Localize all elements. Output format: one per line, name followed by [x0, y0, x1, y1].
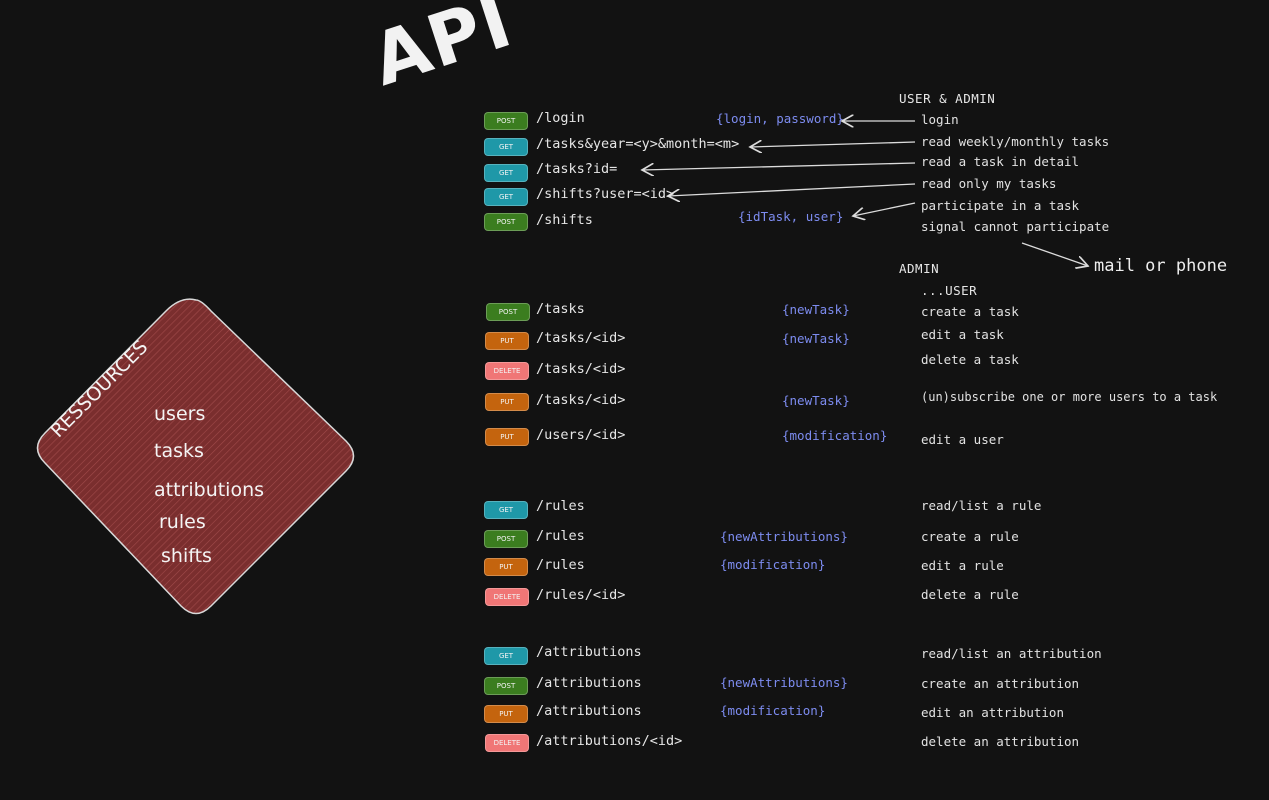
- method-badge: PUT: [484, 558, 528, 576]
- endpoint-desc: delete an attribution: [921, 734, 1080, 749]
- note-mail-or-phone: mail or phone: [1094, 256, 1228, 276]
- endpoint-desc: delete a rule: [921, 587, 1019, 602]
- endpoint-path: /users/<id>: [536, 427, 626, 443]
- endpoint-path: /tasks/<id>: [536, 392, 626, 408]
- endpoint-desc: create a task: [921, 304, 1019, 319]
- endpoint-body: {newTask}: [782, 393, 850, 408]
- resource-tasks: tasks: [154, 440, 204, 462]
- method-badge: POST: [484, 677, 528, 695]
- method-badge: DELETE: [485, 362, 529, 380]
- endpoint-desc: create a rule: [921, 529, 1019, 544]
- arrow-read-my-tasks: [668, 183, 916, 196]
- method-badge: GET: [484, 188, 528, 206]
- endpoint-desc: signal cannot participate: [921, 219, 1110, 234]
- endpoint-path: /rules: [536, 498, 585, 514]
- method-badge: DELETE: [485, 588, 529, 606]
- method-badge: PUT: [485, 393, 529, 411]
- resource-shifts: shifts: [161, 545, 212, 567]
- endpoint-desc: login: [921, 112, 959, 127]
- endpoint-path: /attributions: [536, 703, 642, 719]
- endpoint-path: /attributions/<id>: [536, 733, 683, 749]
- resource-users: users: [154, 403, 206, 425]
- endpoint-desc: read a task in detail: [921, 154, 1080, 169]
- endpoint-body: {modification}: [720, 703, 826, 718]
- endpoint-body: {newTask}: [782, 302, 850, 317]
- endpoint-desc: create an attribution: [921, 676, 1080, 691]
- endpoint-path: /tasks: [536, 301, 585, 317]
- endpoint-desc: read/list an attribution: [921, 646, 1102, 661]
- method-badge: PUT: [485, 428, 529, 446]
- endpoint-path: /rules: [536, 557, 585, 573]
- endpoint-body: {newAttributions}: [720, 529, 848, 544]
- section-admin: ADMIN: [899, 261, 940, 276]
- method-badge: GET: [484, 138, 528, 156]
- endpoint-body: {modification}: [720, 557, 826, 572]
- endpoint-body: {newTask}: [782, 331, 850, 346]
- endpoint-path: /tasks/<id>: [536, 361, 626, 377]
- endpoint-desc: read weekly/monthly tasks: [921, 134, 1110, 149]
- arrow-mail-phone: [1021, 242, 1088, 266]
- method-badge: POST: [484, 112, 528, 130]
- resource-rules: rules: [159, 511, 206, 533]
- endpoint-desc: read only my tasks: [921, 176, 1057, 191]
- endpoint-desc: participate in a task: [921, 198, 1080, 213]
- method-badge: POST: [484, 213, 528, 231]
- endpoint-desc: edit an attribution: [921, 705, 1064, 720]
- endpoint-desc: edit a rule: [921, 558, 1004, 573]
- endpoint-body: {login, password}: [716, 111, 844, 126]
- endpoint-path: /attributions: [536, 675, 642, 691]
- endpoint-desc: edit a task: [921, 327, 1004, 342]
- endpoint-path: /tasks?id=: [536, 161, 618, 177]
- arrow-read-tasks: [750, 142, 916, 147]
- endpoint-desc: read/list a rule: [921, 498, 1042, 513]
- section-admin-user: ...USER: [921, 283, 978, 298]
- resource-attributions: attributions: [154, 479, 265, 501]
- endpoint-desc: edit a user: [921, 432, 1004, 447]
- endpoint-body: {modification}: [782, 428, 888, 443]
- arrow-read-task-detail: [642, 162, 916, 170]
- endpoint-path: /tasks/<id>: [536, 330, 626, 346]
- endpoint-path: /shifts?user=<id>: [536, 186, 675, 202]
- endpoint-path: /shifts: [536, 212, 593, 228]
- method-badge: GET: [484, 647, 528, 665]
- method-badge: GET: [484, 164, 528, 182]
- endpoint-body: {newAttributions}: [720, 675, 848, 690]
- method-badge: POST: [486, 303, 530, 321]
- resources-diamond: [36, 298, 355, 615]
- section-user-admin: USER & ADMIN: [899, 91, 996, 106]
- endpoint-body: {idTask, user}: [738, 209, 844, 224]
- arrow-participate: [853, 202, 916, 216]
- endpoint-path: /rules: [536, 528, 585, 544]
- endpoint-desc: delete a task: [921, 352, 1019, 367]
- method-badge: PUT: [484, 705, 528, 723]
- method-badge: POST: [484, 530, 528, 548]
- endpoint-path: /attributions: [536, 644, 642, 660]
- method-badge: PUT: [485, 332, 529, 350]
- endpoint-path: /tasks&year=<y>&month=<m>: [536, 136, 740, 152]
- method-badge: GET: [484, 501, 528, 519]
- endpoint-path: /login: [536, 110, 585, 126]
- endpoint-desc: (un)subscribe one or more users to a tas…: [921, 390, 1218, 404]
- endpoint-path: /rules/<id>: [536, 587, 626, 603]
- method-badge: DELETE: [485, 734, 529, 752]
